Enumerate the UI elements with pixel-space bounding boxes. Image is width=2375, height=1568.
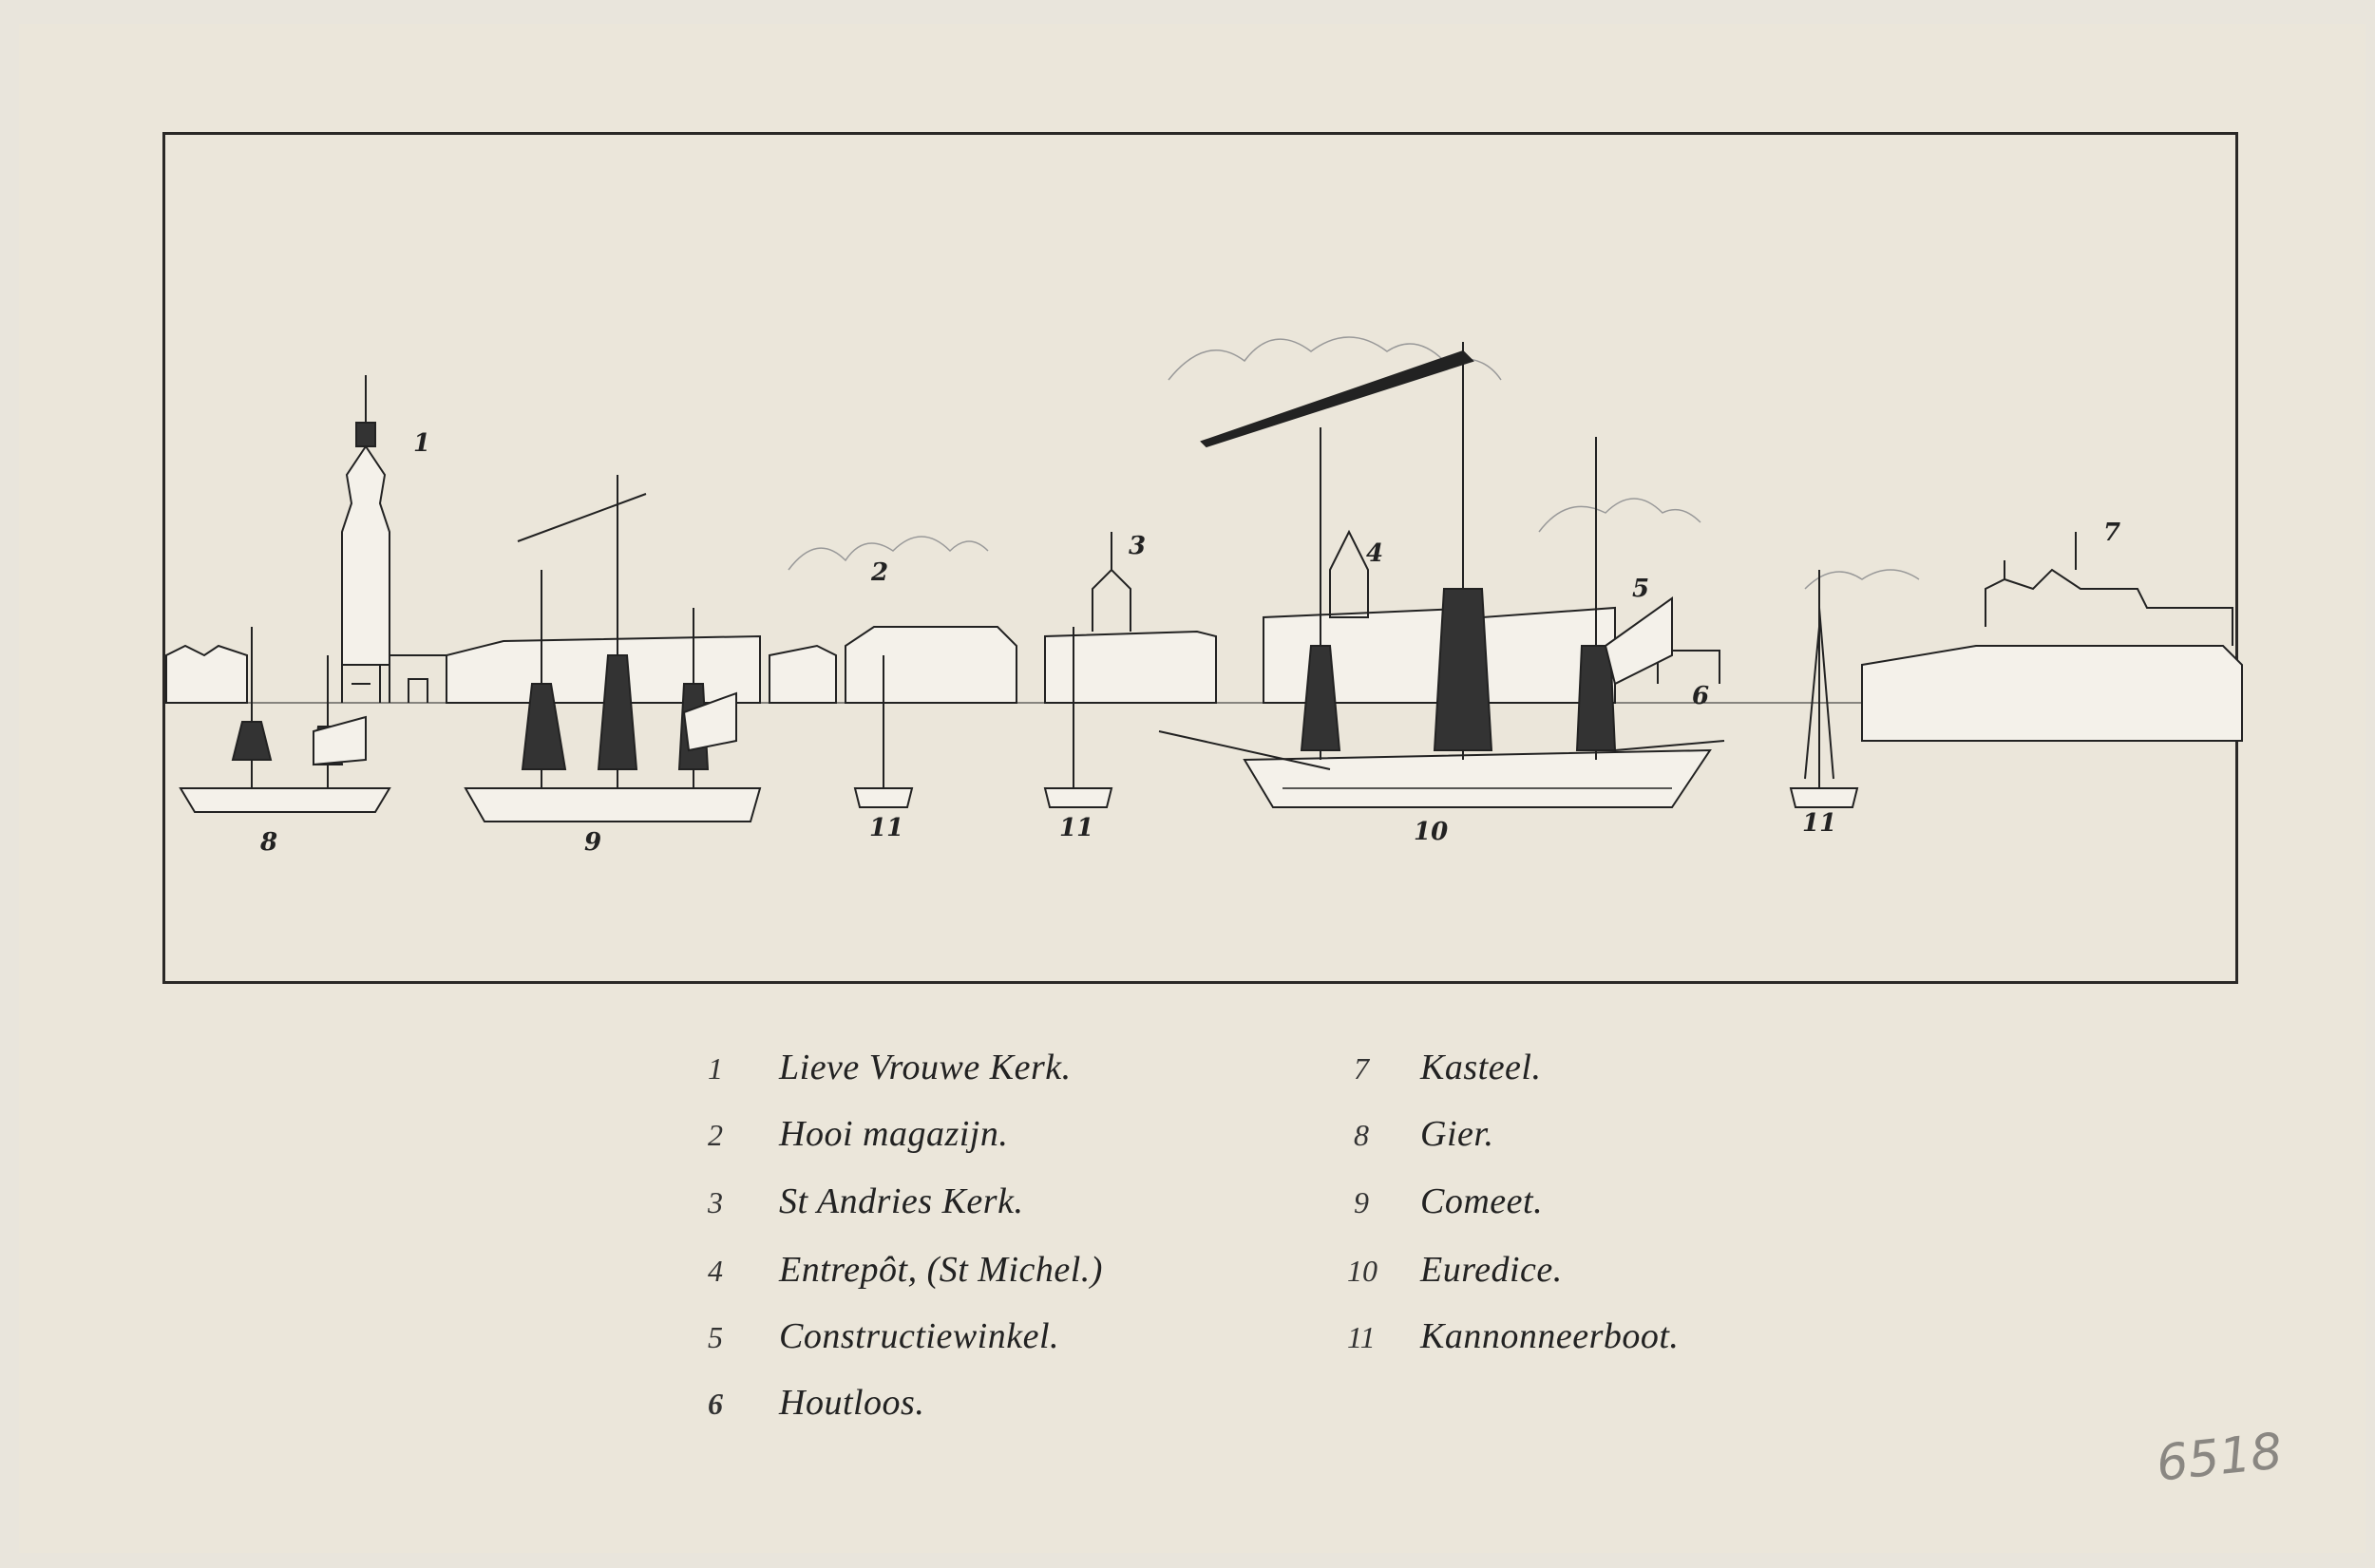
legend-number: 1 — [708, 1051, 723, 1086]
legend-text: Entrepôt, (St Michel.) — [779, 1250, 1103, 1290]
ship-comeet — [464, 475, 762, 822]
ship-gier — [179, 627, 391, 813]
legend-number: 7 — [1354, 1051, 1369, 1086]
legend-text: Houtloos. — [779, 1383, 925, 1423]
scene-label-10: 10 — [1414, 818, 1449, 846]
scene-label-5: 5 — [1632, 575, 1650, 603]
legend-text: St Andries Kerk. — [779, 1181, 1024, 1221]
scene-label-1: 1 — [413, 429, 431, 458]
scene-label-11c: 11 — [1802, 809, 1837, 838]
legend-number: 3 — [708, 1185, 723, 1219]
legend-number: 6 — [708, 1387, 723, 1421]
scene-label-7: 7 — [2103, 519, 2121, 547]
legend-text: Lieve Vrouwe Kerk. — [779, 1048, 1072, 1087]
legend-text: Kasteel. — [1420, 1048, 1542, 1087]
scene-label-4: 4 — [1366, 539, 1384, 568]
legend-number: 9 — [1354, 1185, 1369, 1219]
legend-text: Hooi magazijn. — [779, 1114, 1009, 1154]
legend-number: 5 — [708, 1320, 723, 1354]
legend-number: 4 — [708, 1254, 723, 1288]
legend-text: Kannonneerboot. — [1420, 1316, 1680, 1356]
print-frame — [162, 132, 2238, 984]
legend-text: Constructiewinkel. — [779, 1316, 1060, 1356]
cannon-smoke — [788, 336, 1920, 590]
scene-label-9: 9 — [584, 828, 602, 857]
gunboats — [853, 570, 1859, 808]
legend-number: 11 — [1347, 1320, 1376, 1354]
legend-text: Gier. — [1420, 1114, 1494, 1154]
legend-text: Comeet. — [1420, 1181, 1544, 1221]
scene-label-8: 8 — [260, 828, 278, 857]
scene-label-11b: 11 — [1059, 814, 1094, 842]
legend-number: 10 — [1347, 1254, 1378, 1288]
paper-sheet — [19, 24, 2366, 1553]
city-skyline — [165, 375, 2243, 742]
legend-text: Euredice. — [1420, 1250, 1563, 1290]
scene-label-6: 6 — [1692, 682, 1710, 710]
scene-label-3: 3 — [1129, 532, 1147, 560]
scene-label-11a: 11 — [869, 814, 904, 842]
ship-euredice — [1158, 342, 1725, 808]
legend-number: 8 — [1354, 1118, 1369, 1152]
legend-number: 2 — [708, 1118, 723, 1152]
scene-label-2: 2 — [871, 558, 889, 587]
